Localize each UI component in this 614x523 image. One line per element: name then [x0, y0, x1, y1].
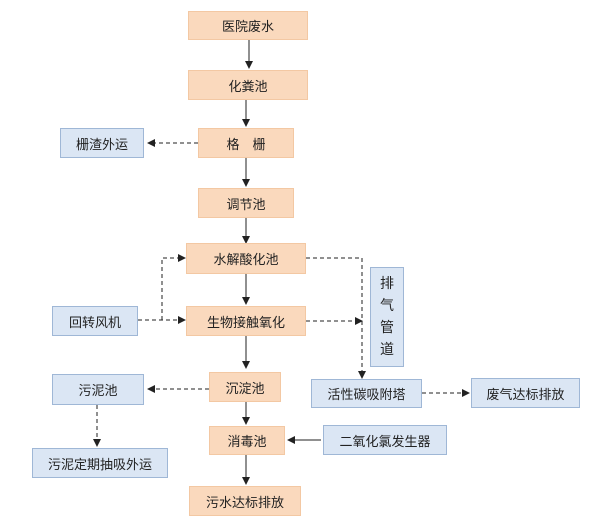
node-compliant-discharge: 污水达标排放 [189, 486, 301, 516]
pipe-char: 道 [380, 342, 394, 358]
arrow-blower-hydrolysis [161, 254, 186, 320]
pipe-char: 气 [380, 298, 394, 314]
arrow-hydrolysis-gas [306, 257, 366, 379]
node-sludge-pumped-out: 污泥定期抽吸外运 [32, 448, 168, 478]
node-gas-compliant-discharge: 废气达标排放 [471, 378, 580, 408]
node-hospital-wastewater: 医院废水 [188, 11, 308, 40]
node-rotary-blower: 回转风机 [52, 306, 138, 336]
node-chlorine-dioxide-generator: 二氧化氯发生器 [323, 425, 447, 455]
node-bio-contact-oxidation: 生物接触氧化 [186, 306, 306, 336]
node-regulating-tank: 调节池 [198, 188, 294, 218]
node-exhaust-pipe: 排 气 管 道 [370, 267, 404, 367]
node-grille-residue-out: 栅渣外运 [60, 128, 144, 158]
node-grille: 格 栅 [198, 128, 294, 158]
node-disinfection-tank: 消毒池 [209, 426, 285, 455]
node-septic-tank: 化粪池 [188, 70, 308, 100]
node-sedimentation-tank: 沉淀池 [209, 372, 281, 402]
node-sludge-tank: 污泥池 [52, 374, 144, 405]
pipe-char: 排 [380, 276, 394, 292]
pipe-char: 管 [380, 320, 394, 336]
node-activated-carbon-tower: 活性碳吸附塔 [311, 379, 422, 408]
node-hydrolysis-tank: 水解酸化池 [186, 243, 306, 274]
